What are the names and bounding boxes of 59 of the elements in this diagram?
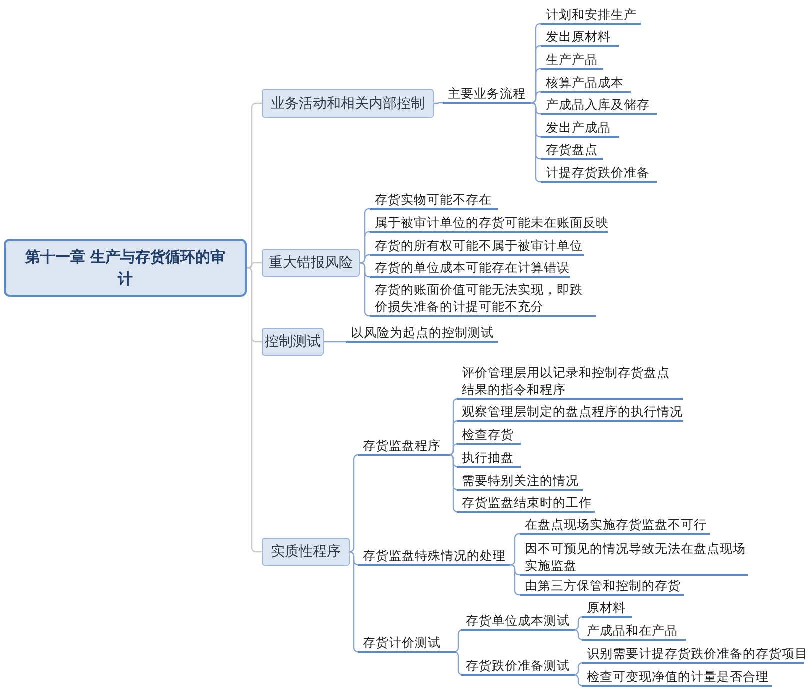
connector-line <box>574 629 584 641</box>
subtopic-item: 检查存货 <box>457 426 521 445</box>
connector-line <box>574 674 584 687</box>
subtopic-item: 发出产成品 <box>541 119 619 138</box>
subtopic-item: 计划和安排生产 <box>541 6 641 25</box>
connector-line <box>246 267 262 553</box>
subtopic-item: 评价管理层用以记录和控制存货盘点结果的指令和程序 <box>457 364 683 400</box>
connector-line <box>454 629 464 653</box>
subtopic-item: 在盘点现场实施存货监盘不可行 <box>520 516 710 535</box>
subtopic-item: 识别需要计提存货跌价准备的存货项目 <box>582 645 804 664</box>
subtopic-item: 存货的单位成本可能存在计算错误 <box>370 259 570 278</box>
connector-line <box>324 341 346 343</box>
connector-line <box>510 564 520 596</box>
subtopic-item: 存货监盘程序 <box>358 437 450 456</box>
subtopic-item: 存货计价测试 <box>358 634 456 653</box>
subtopic-item: 属于被审计单位的存货可能未在账面反映 <box>370 214 608 233</box>
subtopic-item: 生产产品 <box>541 51 603 70</box>
subtopic-item: 以风险为起点的控制测试 <box>346 324 498 343</box>
subtopic-item: 需要特别关注的情况 <box>457 472 583 491</box>
subtopic-item: 存货监盘特殊情况的处理 <box>358 547 510 566</box>
subtopic-item: 存货单位成本测试 <box>461 612 575 631</box>
subtopic-item: 产成品入库及储存 <box>541 96 657 115</box>
branch-topic: 重大错报风险 <box>262 249 360 277</box>
connector-line <box>246 102 262 269</box>
central-topic: 第十一章 生产与存货循环的审计 <box>4 239 247 297</box>
connector-line <box>434 102 443 104</box>
subtopic-item: 主要业务流程 <box>443 85 531 104</box>
subtopic-item: 核算产品成本 <box>541 74 631 93</box>
subtopic-item: 原材料 <box>582 599 632 618</box>
connector-line <box>360 254 370 264</box>
subtopic-item: 计提存货跌价准备 <box>541 164 657 183</box>
branch-topic: 业务活动和相关内部控制 <box>262 89 434 118</box>
subtopic-item: 存货实物可能不存在 <box>370 191 498 210</box>
connector-line <box>530 91 542 104</box>
subtopic-item: 存货的账面价值可能无法实现，即跌价损失准备的计提可能不充分 <box>370 281 596 317</box>
subtopic-item: 观察管理层制定的盘点程序的执行情况 <box>457 403 683 422</box>
connector-line <box>247 262 262 269</box>
subtopic-item: 存货监盘结束时的工作 <box>457 494 595 513</box>
connector-line <box>448 454 458 513</box>
subtopic-item: 产成品和在产品 <box>582 622 686 641</box>
subtopic-item: 执行抽盘 <box>457 449 521 468</box>
connector-line <box>574 616 584 631</box>
connector-line <box>530 102 542 183</box>
subtopic-item: 存货的所有权可能不属于被审计单位 <box>370 237 584 256</box>
connector-line <box>574 662 584 676</box>
connector-line <box>448 443 458 456</box>
subtopic-item: 由第三方保管和控制的存货 <box>520 577 684 596</box>
branch-topic: 控制测试 <box>262 328 324 356</box>
connector-line <box>350 454 359 553</box>
connector-line <box>454 651 464 676</box>
connector-line <box>350 551 359 653</box>
subtopic-item: 存货盘点 <box>541 141 603 160</box>
subtopic-item: 存货跌价准备测试 <box>461 657 575 676</box>
subtopic-item: 发出原材料 <box>541 28 619 47</box>
subtopic-item: 检查可变现净值的计量是否合理 <box>582 668 772 687</box>
connector-line <box>360 262 370 317</box>
connector-line <box>510 533 520 566</box>
branch-topic: 实质性程序 <box>262 538 350 566</box>
subtopic-item: 因不可预见的情况导致无法在盘点现场实施监盘 <box>520 540 748 576</box>
